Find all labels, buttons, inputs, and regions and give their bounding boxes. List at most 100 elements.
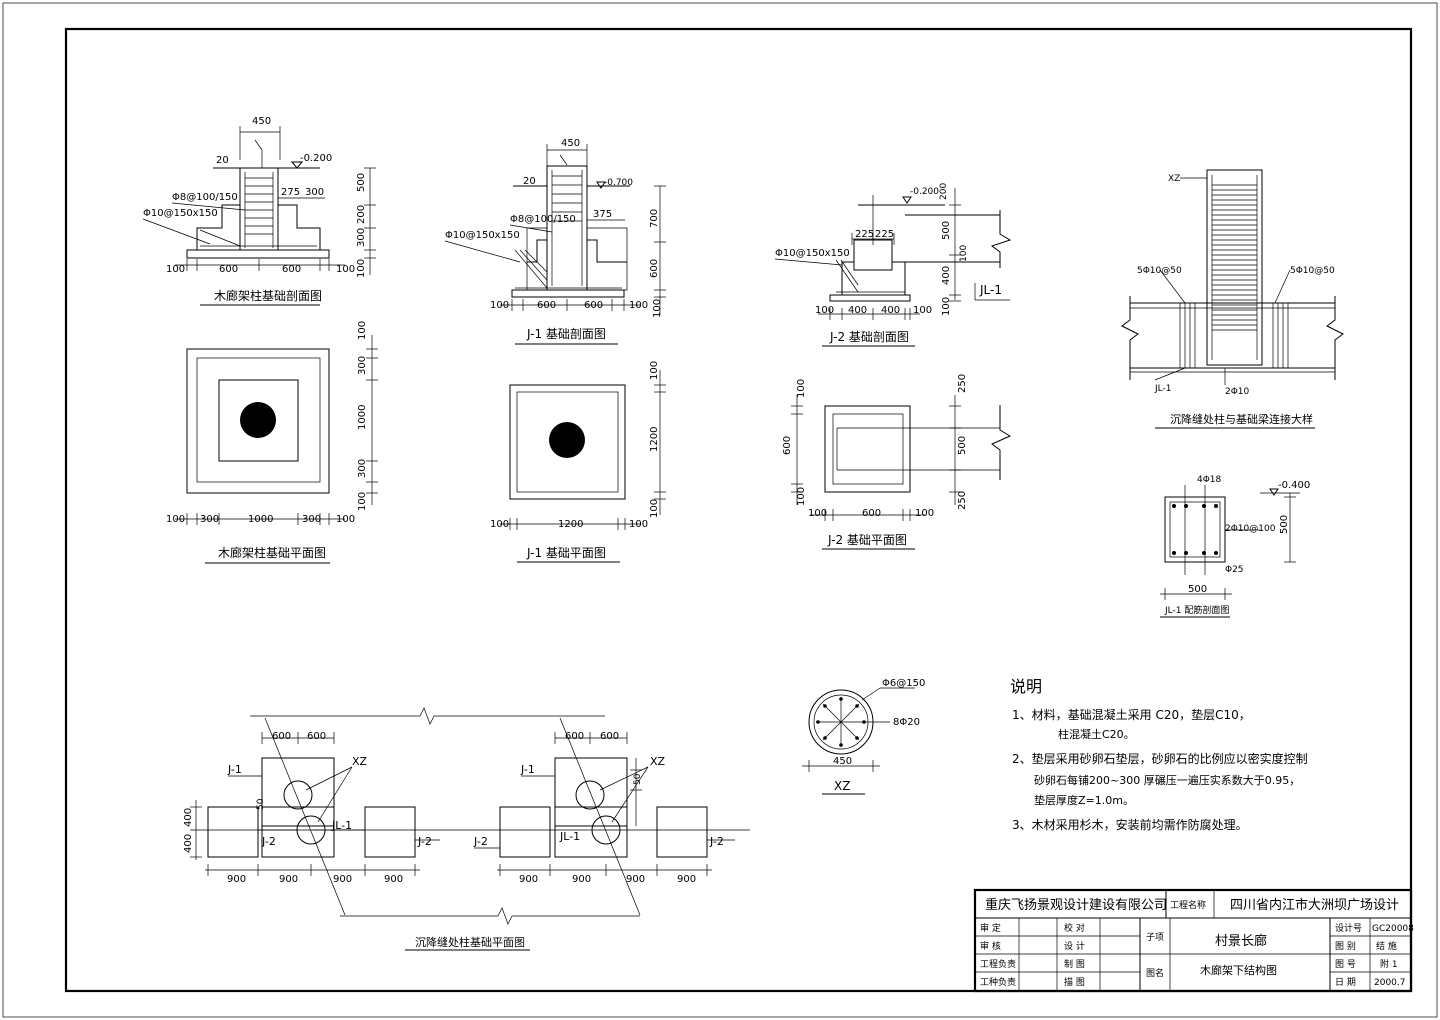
tb-r4b: 描 图 [1064, 976, 1085, 988]
d8-h500: 500 [1279, 515, 1290, 534]
section-wood-column-foundation: 450 20 -0.200 275 300 Φ8@100/150 Φ10@150… [142, 116, 376, 306]
d6-b100b: 100 [629, 519, 648, 530]
d10-xza: XZ [352, 755, 368, 768]
d1-dim-300: 300 [305, 187, 324, 198]
d10-b8: 900 [677, 874, 696, 885]
inner-frame [64, 27, 1413, 993]
d2-h600: 600 [649, 259, 660, 278]
note-2c: 垫层厚度Z=1.0m。 [1034, 793, 1134, 807]
d3-b100r: 100 [913, 305, 932, 316]
d8-bot: Φ25 [1225, 565, 1244, 575]
tb-proj-name: 四川省内江市大洲坝广场设计 [1230, 897, 1399, 913]
d1-b100l: 100 [166, 264, 185, 275]
tb-proj-label: 工程名称 [1170, 899, 1206, 911]
d8-mid: 2Φ10@100 [1225, 524, 1276, 534]
d10-xzb: XZ [650, 755, 666, 768]
tb-sub-label: 子项 [1146, 932, 1164, 943]
tb-v3: 附 1 [1380, 958, 1398, 970]
plan-settlement-joint-foundation: J-1 J-2 J-2 JL-1 XZ 600 600 400 400 50 9… [183, 707, 750, 951]
detail-settlement-joint-connection: XZ 5Φ1 [1121, 169, 1344, 429]
d2-elev: -0.700 [604, 178, 633, 188]
tb-k1: 设计号 [1335, 922, 1362, 934]
d5-r1000: 1000 [357, 405, 368, 430]
d1-h300: 300 [356, 228, 367, 247]
tb-r1a: 审 定 [980, 922, 1001, 934]
d10-l400b: 400 [183, 834, 194, 853]
d4-right: 5Φ10@50 [1290, 266, 1335, 276]
d2-b100l: 100 [490, 300, 509, 311]
d5-r100b: 100 [357, 492, 368, 511]
plan-j1-foundation: 100 1200 100 100 1200 100 J-1 基础平面图 [490, 361, 666, 563]
d2-b600b: 600 [584, 300, 603, 311]
d7-l100b: 100 [796, 487, 807, 506]
tb-sub-name: 村景长廊 [1215, 933, 1267, 949]
d10-b2: 900 [279, 874, 298, 885]
d10-b6: 900 [572, 874, 591, 885]
d1-b600b: 600 [282, 264, 301, 275]
d8-title: JL-1 配筋剖面图 [1164, 604, 1229, 616]
d2-b600: 600 [537, 300, 556, 311]
tb-r3a: 工程负责 [980, 958, 1016, 970]
d8-w: 500 [1188, 584, 1207, 595]
d7-b600: 600 [862, 508, 881, 519]
d10-j2a: J-2 [261, 835, 276, 848]
tb-v4: 2000.7 [1374, 978, 1406, 988]
tb-v1: GC20008 [1372, 924, 1414, 934]
column-dot-1 [240, 402, 276, 438]
d1-b100r: 100 [336, 264, 355, 275]
d10-v50a: 50 [256, 798, 266, 810]
d7-b100b: 100 [915, 508, 934, 519]
d5-r300: 300 [357, 356, 368, 375]
d1-h100: 100 [356, 259, 367, 278]
d10-j1b: J-1 [520, 763, 535, 776]
d6-b100: 100 [490, 519, 509, 530]
d10-t600b: 600 [307, 731, 326, 742]
d3-rebar: Φ10@150x150 [775, 248, 850, 259]
tb-fig-label: 图名 [1146, 967, 1164, 979]
d10-t600a: 600 [272, 731, 291, 742]
d5-b300: 300 [200, 514, 219, 525]
d9-r2: 8Φ20 [893, 717, 920, 728]
d4-bot: 2Φ10 [1225, 387, 1250, 397]
d1-h200: 200 [356, 205, 367, 224]
d10-b3: 900 [333, 874, 352, 885]
plan-wood-column-foundation: 100 300 1000 300 100 100 300 1000 300 10… [166, 321, 378, 564]
d10-jl1a: JL-1 [331, 819, 352, 832]
d1-h500: 500 [356, 173, 367, 192]
d7-b100: 100 [808, 508, 827, 519]
note-2b: 砂卵石每铺200~300 厚碾压一遍压实系数大于0.95， [1034, 773, 1300, 787]
tb-company: 重庆飞扬景观设计建设有限公司 [985, 897, 1167, 913]
d10-l400a: 400 [183, 808, 194, 827]
d1-elev: -0.200 [300, 153, 332, 164]
d1-b600: 600 [219, 264, 238, 275]
tb-k2: 图 别 [1335, 941, 1356, 952]
note-3: 3、木材采用杉木，安装前均需作防腐处理。 [1012, 817, 1248, 832]
title-block: 重庆飞扬景观设计建设有限公司 工程名称 四川省内江市大洲坝广场设计 审 定 审 … [973, 888, 1414, 993]
d10-b1: 900 [227, 874, 246, 885]
d10-j1a: J-1 [227, 763, 242, 776]
notes: 说明 1、材料，基础混凝土采用 C20，垫层C10， 柱混凝土C20。 2、垫层… [1010, 677, 1308, 832]
d10-b5: 900 [519, 874, 538, 885]
d10-j2d: J-2 [709, 835, 724, 848]
d4-title: 沉降缝处柱与基础梁连接大样 [1170, 412, 1313, 426]
d3-jl: JL-1 [979, 283, 1002, 297]
column-dot-2 [549, 422, 585, 458]
d6-r100: 100 [649, 361, 660, 380]
d5-b100: 100 [166, 514, 185, 525]
tb-r3b: 制 图 [1064, 958, 1085, 970]
d3-b400b: 400 [881, 305, 900, 316]
d5-b100b: 100 [336, 514, 355, 525]
d5-b300b: 300 [302, 514, 321, 525]
note-1b: 柱混凝土C20。 [1058, 727, 1135, 741]
d10-j2c: J-2 [473, 835, 488, 848]
d2-rebar2: Φ10@150x150 [445, 230, 520, 241]
d7-l100: 100 [796, 379, 807, 398]
d5-r100: 100 [357, 321, 368, 340]
tb-k4: 日 期 [1335, 977, 1356, 988]
d7-r250b: 250 [957, 491, 968, 510]
d2-h700: 700 [649, 209, 660, 228]
d8-elev: -0.400 [1278, 480, 1310, 491]
d10-title: 沉降缝处柱基础平面图 [415, 935, 525, 949]
